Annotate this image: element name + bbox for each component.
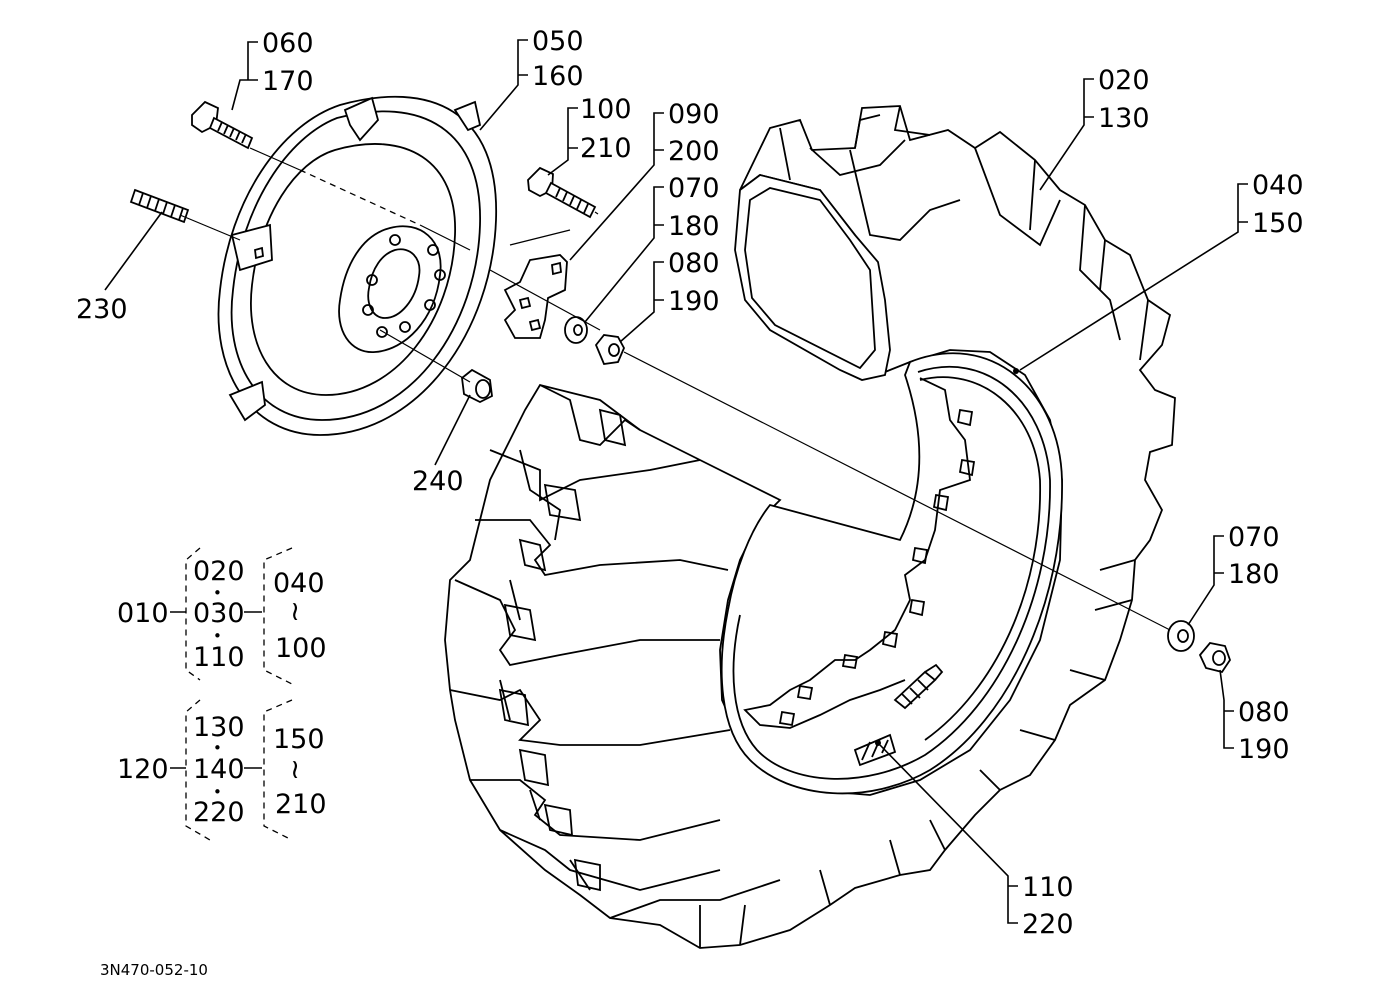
callout-070-lower-a: 070 (1228, 522, 1280, 553)
assembly-010-dot-2: • (213, 627, 222, 645)
callout-labels: 060 170 050 160 100 210 090 200 070 180 … (76, 26, 1304, 940)
clamp-090 (503, 254, 568, 339)
assembly-120-range-start: 150 (273, 724, 325, 755)
tire (444, 105, 1176, 949)
assembly-lines (179, 147, 1171, 631)
callout-070-upper-b: 180 (668, 211, 720, 242)
stud-230 (129, 188, 190, 224)
assembly-010-range-end: 100 (275, 633, 327, 664)
assembly-010-dot-1: • (213, 584, 222, 602)
drawing-code: 3N470-052-10 (100, 961, 208, 979)
assembly-010-range-symbol: ≀ (290, 596, 300, 627)
assembly-010-range-start: 040 (273, 568, 325, 599)
assembly-120-part-1: 130 (193, 712, 245, 743)
washer-070-lower (1167, 620, 1195, 652)
leader-dot-040 (1013, 368, 1019, 374)
callout-020-a: 020 (1098, 65, 1150, 96)
callout-110-b: 220 (1022, 909, 1074, 940)
callout-050-a: 050 (532, 26, 584, 57)
callout-050-b: 160 (532, 61, 584, 92)
callout-080-lower-a: 080 (1238, 697, 1290, 728)
wheel-disc (217, 95, 497, 436)
callout-070-upper-a: 070 (668, 173, 720, 204)
tire-tread-outline (444, 105, 1176, 949)
assembly-id-010: 010 (117, 598, 169, 629)
callout-090-a: 090 (668, 99, 720, 130)
spacer-240 (461, 368, 493, 404)
nut-080-upper (594, 334, 625, 365)
assembly-120-dot-1: • (213, 739, 222, 757)
assembly-120-range-end: 210 (275, 789, 327, 820)
callout-060-b: 170 (262, 66, 314, 97)
bolt-100 (527, 166, 597, 219)
callout-020-b: 130 (1098, 103, 1150, 134)
callout-100-a: 100 (580, 94, 632, 125)
assembly-120-part-2: 140 (193, 754, 245, 785)
callout-080-upper-b: 190 (668, 286, 720, 317)
assembly-010-part-3: 110 (193, 642, 245, 673)
rim (720, 352, 1063, 795)
assembly-120-range-symbol: ≀ (290, 754, 300, 785)
tire-cutaway-top (734, 174, 891, 381)
callout-240: 240 (412, 466, 464, 497)
assembly-120-part-3: 220 (193, 797, 245, 828)
assembly-010-part-2: 030 (193, 598, 245, 629)
callout-100-b: 210 (580, 133, 632, 164)
callout-080-upper-a: 080 (668, 248, 720, 279)
callout-070-lower-b: 180 (1228, 559, 1280, 590)
assembly-010-part-1: 020 (193, 556, 245, 587)
callout-230: 230 (76, 294, 128, 325)
leader-lines (104, 39, 1248, 924)
nut-080-lower (1198, 642, 1231, 674)
callout-040-a: 040 (1252, 170, 1304, 201)
callout-080-lower-b: 190 (1238, 734, 1290, 765)
callout-090-b: 200 (668, 136, 720, 167)
assembly-120-dot-2: • (213, 783, 222, 801)
callout-110-a: 110 (1022, 872, 1074, 903)
assembly-legend: 010 020 • 030 • 110 040 ≀ 100 120 130 • … (117, 547, 327, 841)
callout-060-a: 060 (262, 28, 314, 59)
bolt-060 (191, 100, 254, 150)
callout-040-b: 150 (1252, 208, 1304, 239)
leader-dot-110 (875, 740, 881, 746)
assembly-id-120: 120 (117, 754, 169, 785)
